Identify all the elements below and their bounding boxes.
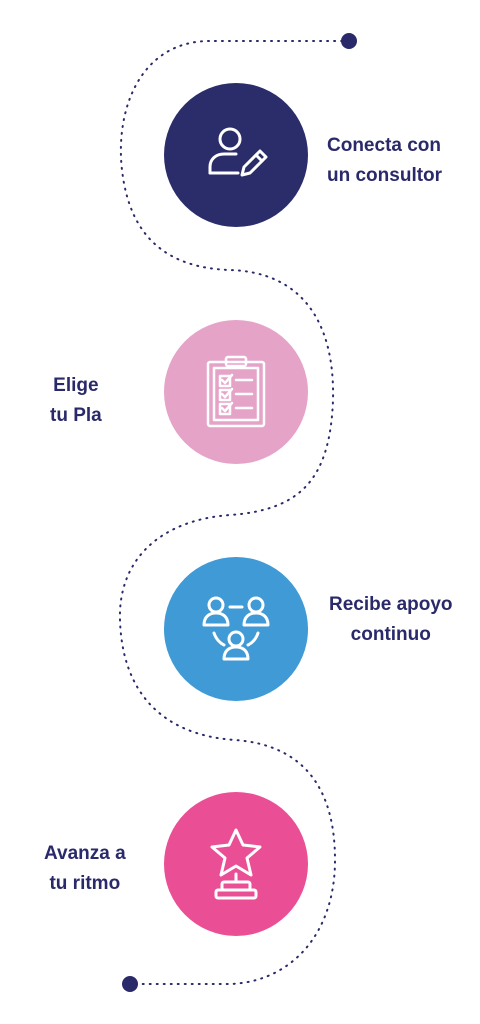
- step-4-label: Avanza a tu ritmo: [44, 839, 126, 899]
- path-end-dot: [122, 976, 138, 992]
- step-3-circle: [164, 557, 308, 701]
- step-2-label: Elige tu Pla: [50, 371, 102, 431]
- star-trophy-icon: [210, 828, 262, 900]
- step-2-label-line2: tu Pla: [50, 405, 102, 426]
- team-network-icon: [202, 596, 270, 661]
- path-start-dot: [341, 33, 357, 49]
- step-1-label: Conecta con un consultor: [327, 131, 442, 191]
- step-3-label-line2: continuo: [350, 624, 431, 645]
- clipboard-checklist-icon: [206, 355, 266, 428]
- step-2-circle: [164, 320, 308, 464]
- step-1-label-line2: un consultor: [327, 165, 443, 186]
- step-3-label-line1: Recibe apoyo: [329, 594, 453, 615]
- step-4-label-line1: Avanza a: [44, 843, 126, 864]
- user-edit-icon: [208, 127, 268, 177]
- step-4-circle: [164, 792, 308, 936]
- step-2-label-line1: Elige: [53, 375, 99, 396]
- step-1-label-line1: Conecta con: [327, 135, 442, 156]
- step-3-label: Recibe apoyo continuo: [329, 590, 453, 650]
- step-4-label-line2: tu ritmo: [49, 873, 121, 894]
- step-1-circle: [164, 83, 308, 227]
